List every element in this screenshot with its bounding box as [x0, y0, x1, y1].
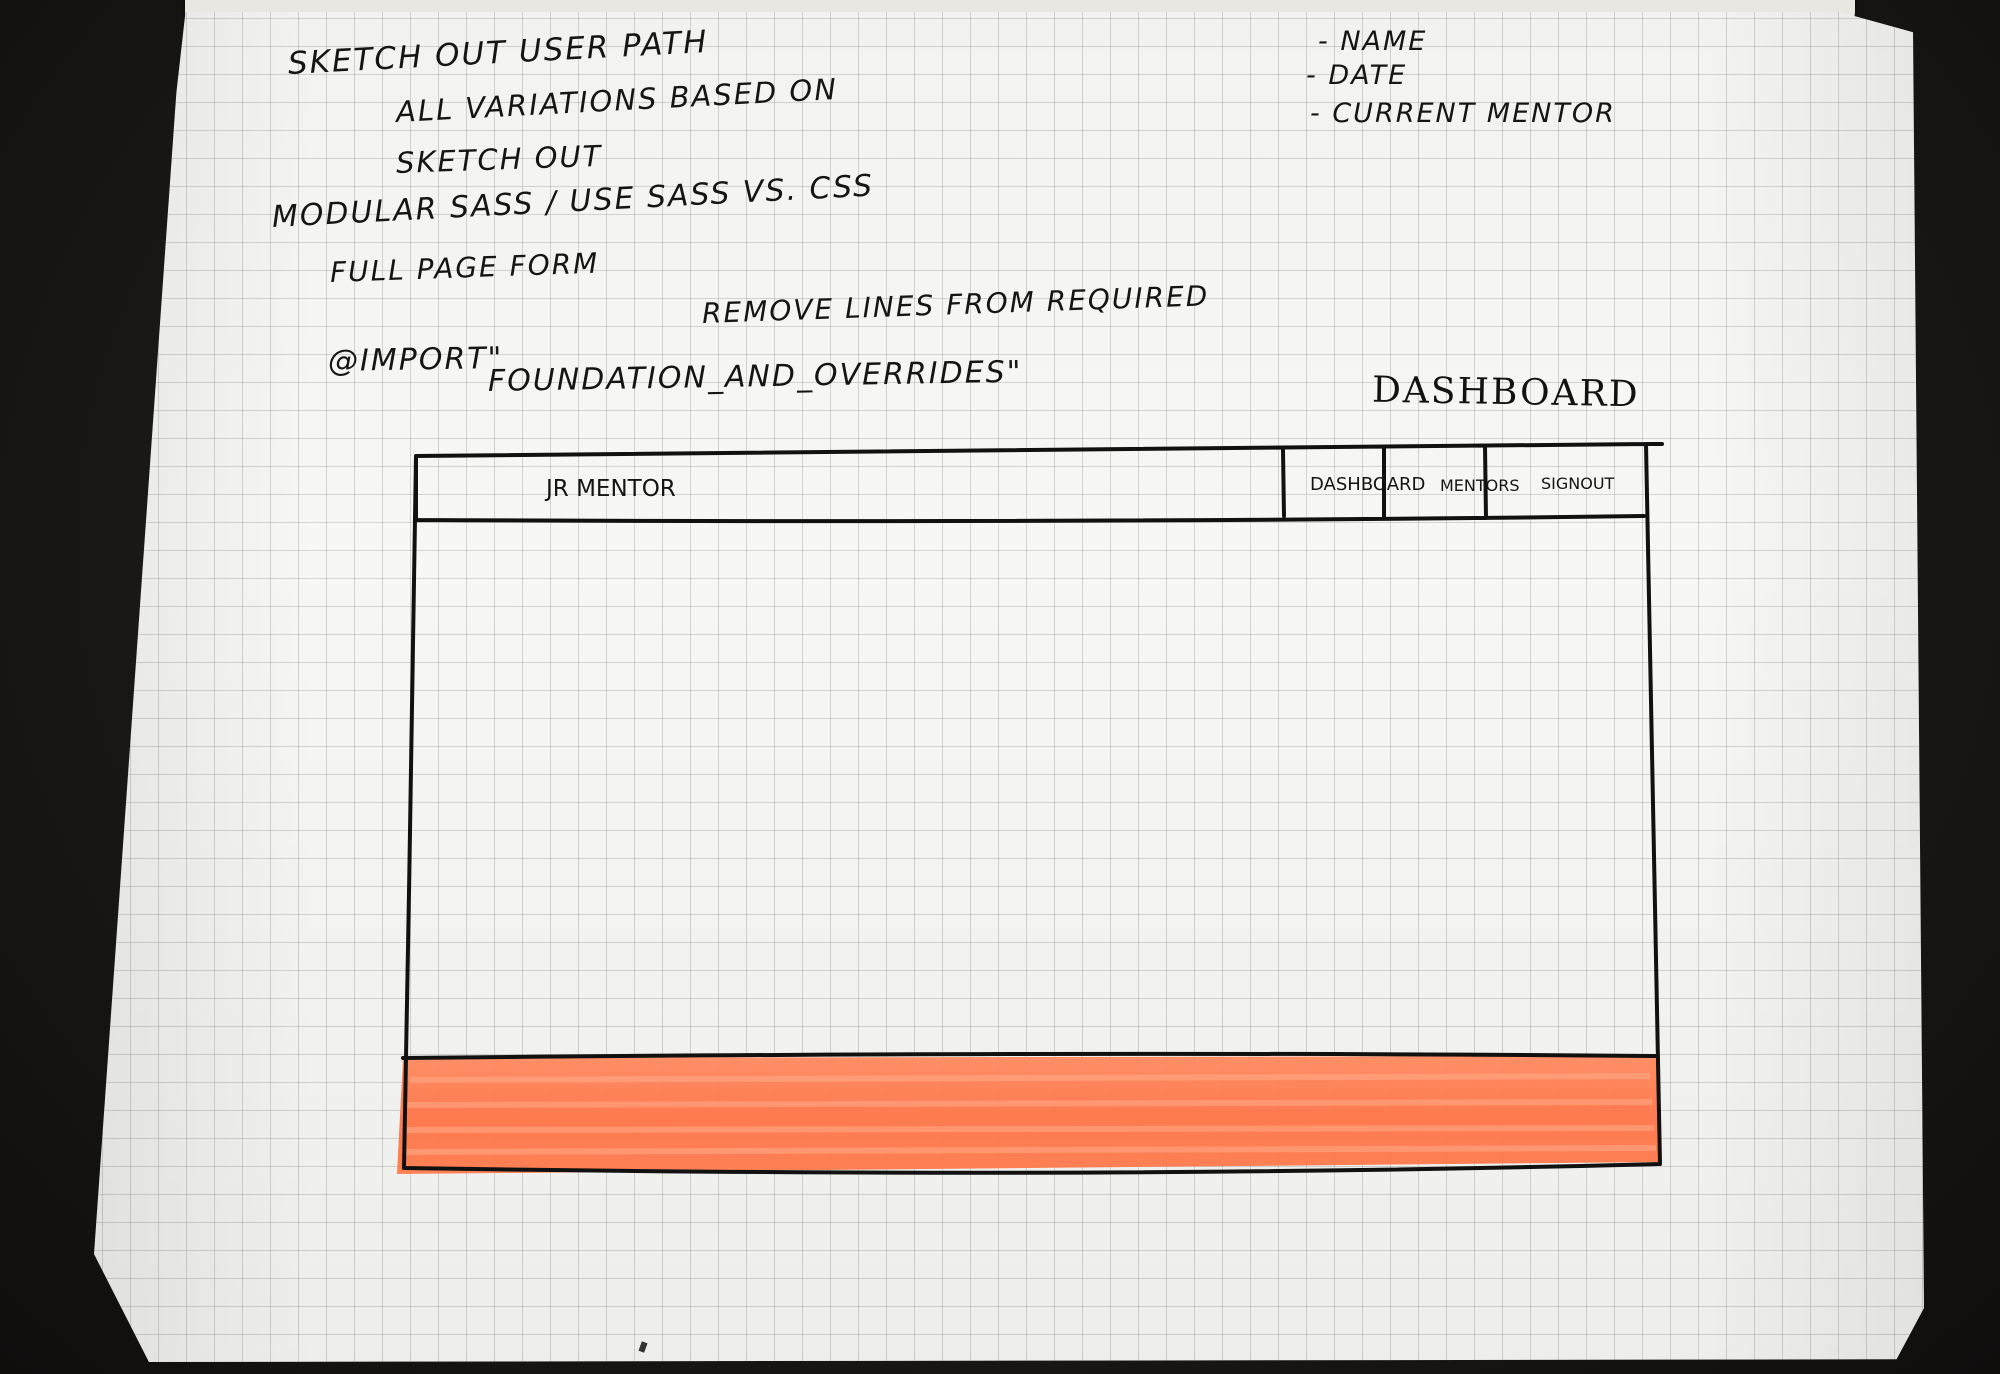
- wireframe-nav-dashboard: Dashboard: [1310, 474, 1426, 495]
- footer-texture: [403, 1073, 1657, 1155]
- side-note-date: - Date: [1306, 60, 1408, 91]
- note-sketch-out: sketch out: [395, 138, 603, 180]
- frame-outline: [401, 442, 1664, 1175]
- wireframe-nav-mentors: Mentors: [1440, 476, 1520, 495]
- wireframe-nav-signout: Signout: [1541, 474, 1615, 493]
- note-import: @import": [327, 340, 504, 379]
- wireframe-brand: Jr Mentor: [546, 476, 676, 502]
- footer-bar: [397, 1056, 1661, 1174]
- wireframe-heading: Dashboard: [1371, 369, 1640, 416]
- side-note-current-mentor: - Current Mentor: [1310, 98, 1616, 129]
- wireframe-sketch: Jr Mentor Dashboard Mentors Signout: [397, 440, 1664, 1175]
- wireframe-outline: [397, 442, 1664, 1175]
- side-note-name: - Name: [1318, 26, 1428, 57]
